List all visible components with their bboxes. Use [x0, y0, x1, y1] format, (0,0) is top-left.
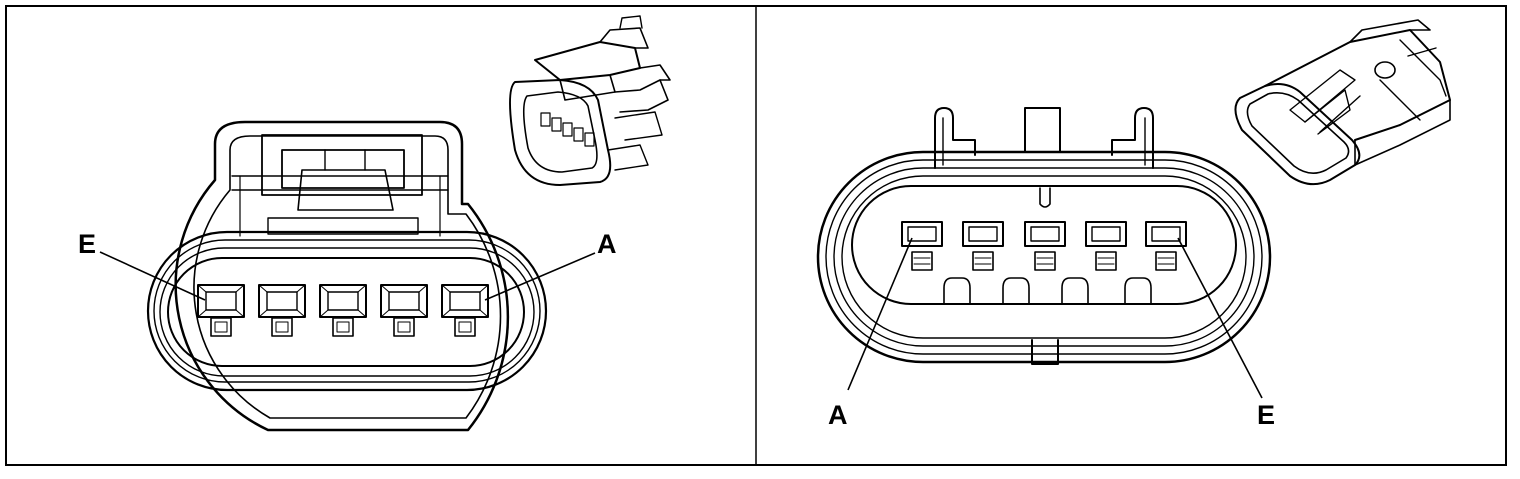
right-seal-ring-1	[825, 159, 1263, 355]
right-terminals	[901, 221, 1187, 271]
left-label-a: A	[597, 229, 617, 259]
left-terminal-e	[197, 284, 245, 337]
left-outer-shell	[174, 120, 510, 432]
left-terminal-c	[319, 284, 367, 337]
right-connector-isometric	[1234, 19, 1451, 186]
right-cavity	[851, 185, 1237, 305]
left-cavity	[167, 257, 525, 367]
left-terminal-a	[441, 284, 489, 337]
left-callout-line-a	[484, 252, 596, 301]
left-label-e: E	[78, 229, 96, 259]
left-shell-inner-line	[193, 135, 502, 419]
right-connector-face: A E	[816, 107, 1275, 430]
right-terminal-e	[1145, 221, 1187, 271]
right-terminal-a	[901, 221, 943, 271]
left-seal-ring-2	[153, 239, 541, 383]
left-latch	[231, 134, 449, 237]
right-seal-ring-2	[833, 167, 1255, 347]
left-terminals	[197, 284, 489, 337]
right-top-tabs	[934, 107, 1154, 169]
right-terminal-c	[1024, 221, 1066, 271]
right-outer-shell	[816, 150, 1272, 364]
right-callout-line-a	[847, 237, 913, 391]
right-label-a: A	[828, 400, 848, 430]
left-terminal-b	[380, 284, 428, 337]
left-seal-ring-1	[146, 230, 548, 392]
left-seal-ring-3	[159, 247, 535, 377]
right-seal-ring-3	[841, 175, 1247, 339]
right-bottom-ribs	[943, 277, 1152, 305]
left-connector-isometric	[509, 15, 671, 186]
left-terminal-d	[258, 284, 306, 337]
left-connector-face: E A	[78, 120, 617, 432]
right-label-e: E	[1257, 400, 1275, 430]
right-callout-line-e	[1177, 237, 1263, 399]
right-terminal-b	[962, 221, 1004, 271]
right-key-bottom	[1031, 339, 1059, 365]
right-terminal-d	[1085, 221, 1127, 271]
right-key-top	[1039, 187, 1051, 208]
left-callout-line-e	[99, 251, 206, 301]
